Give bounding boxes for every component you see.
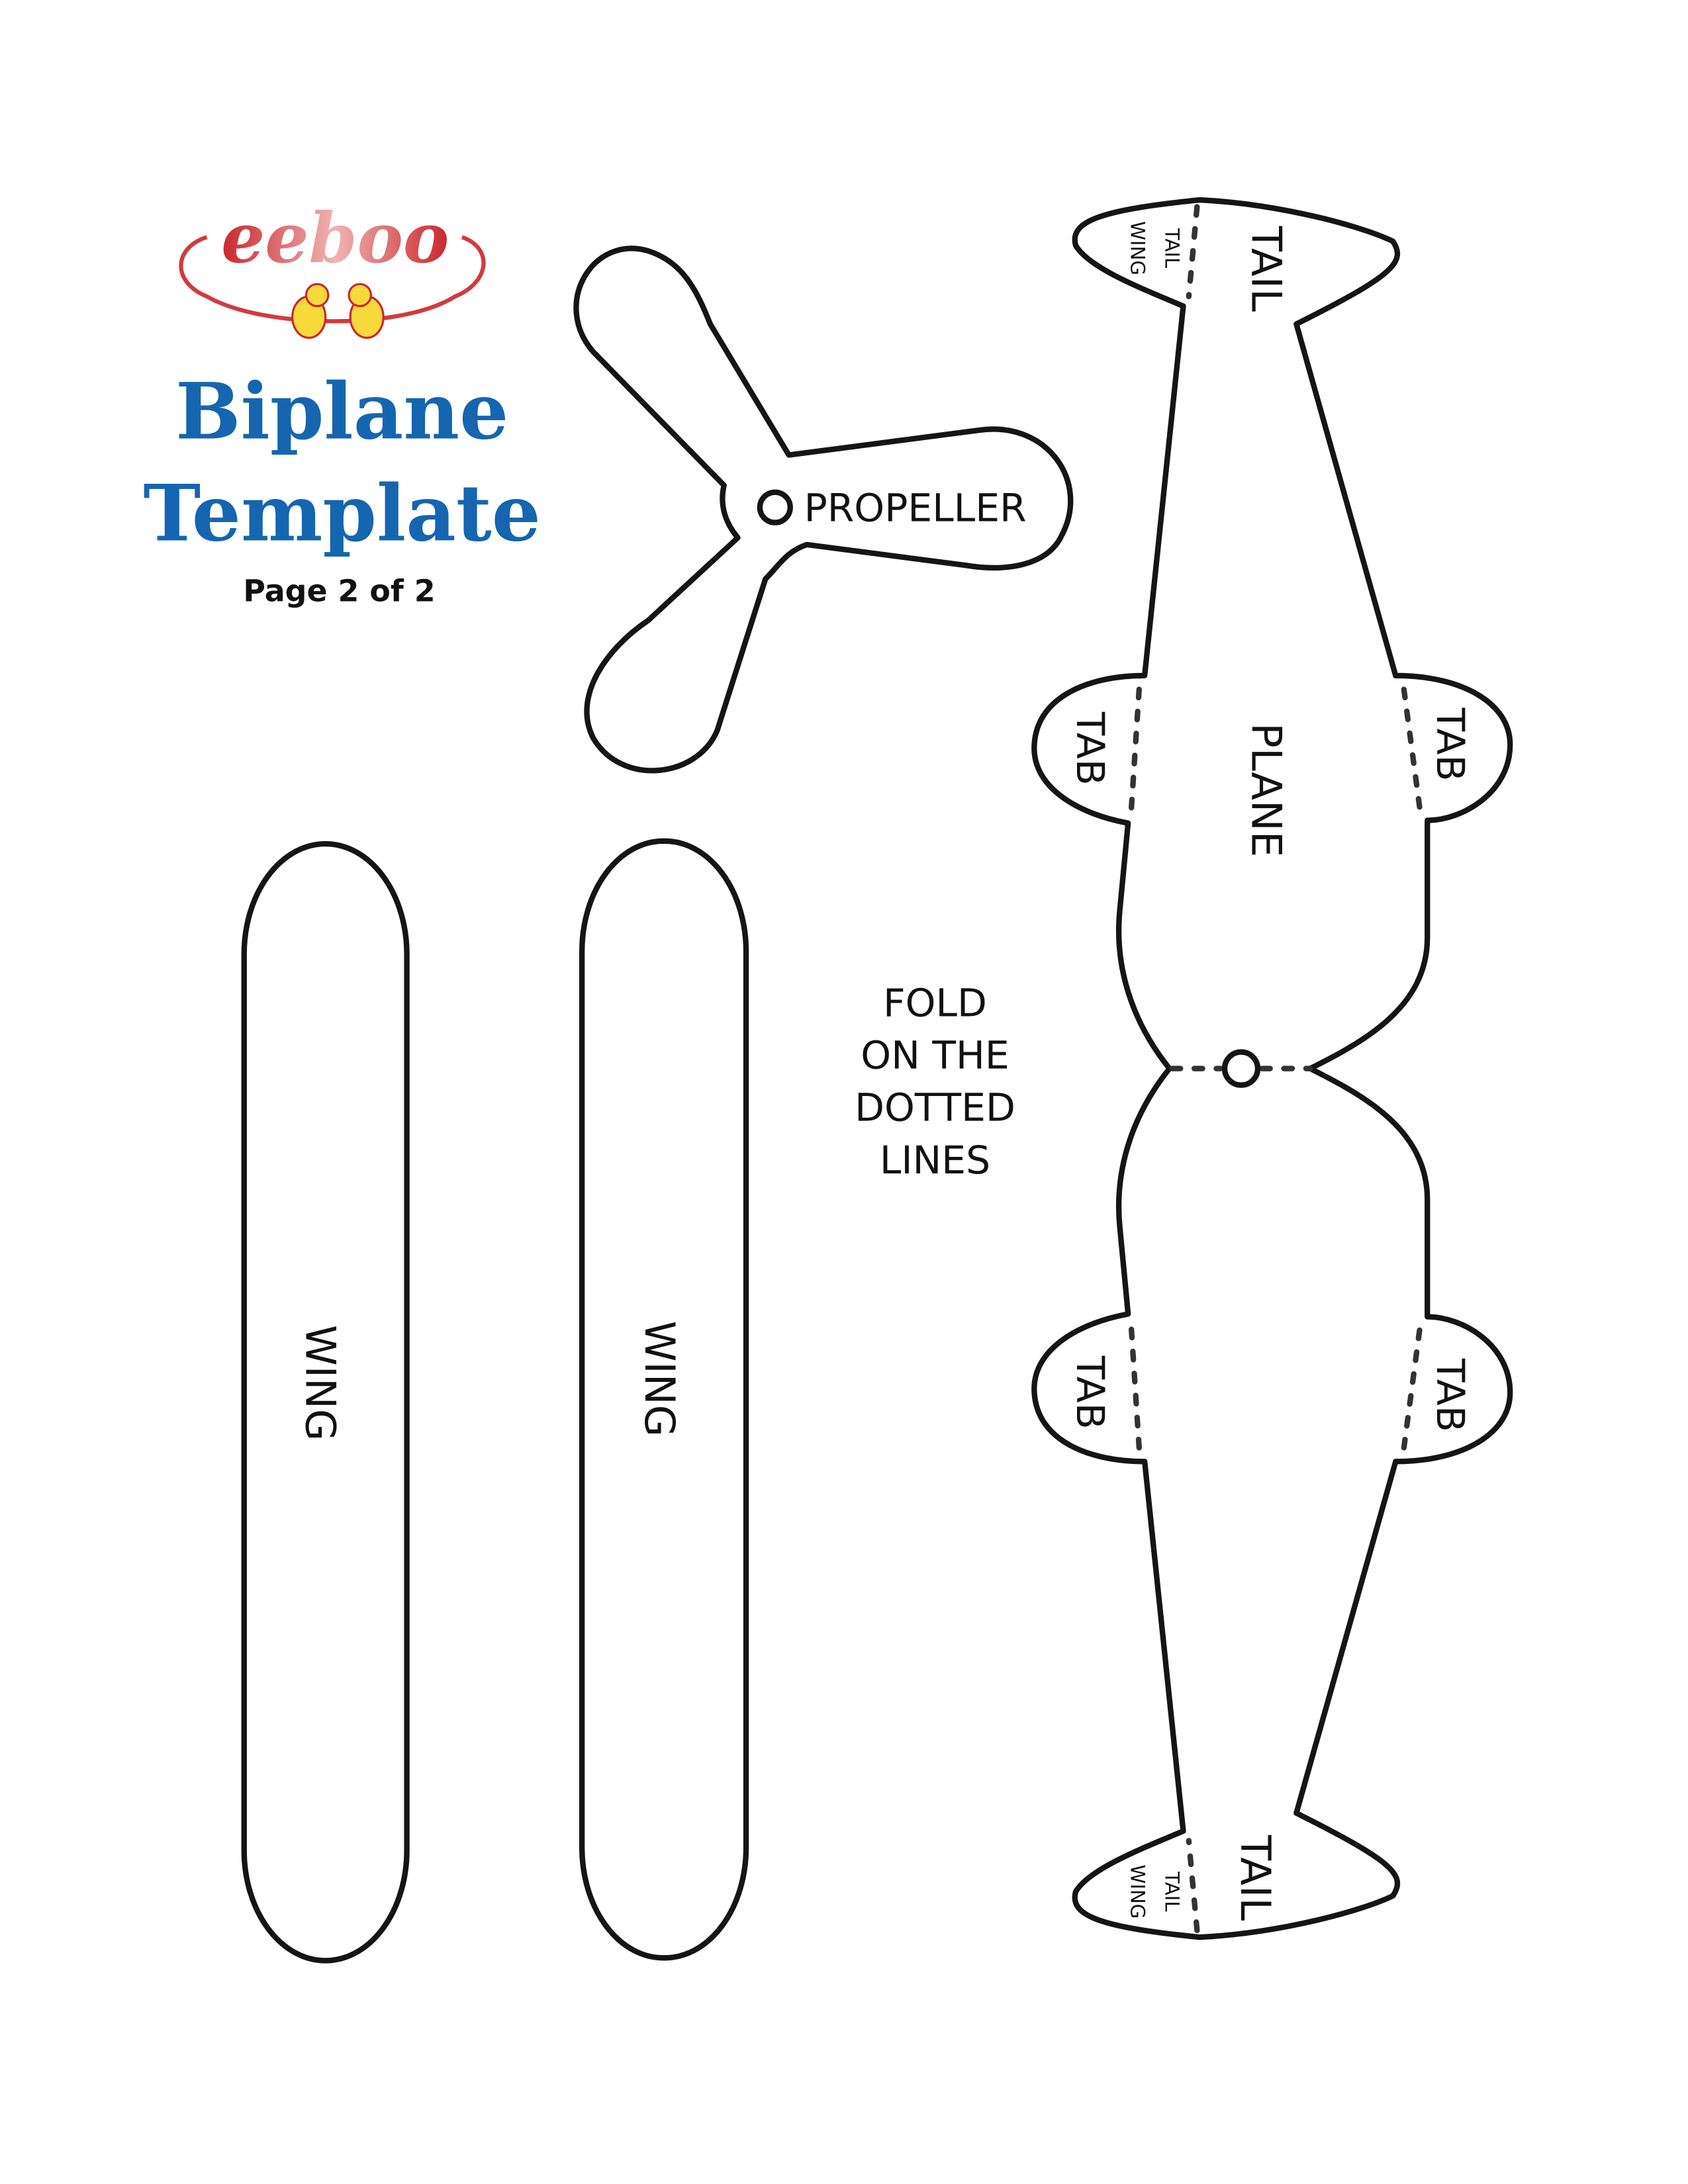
fold-instructions: FOLD ON THE DOTTED LINES (855, 980, 1015, 1183)
plane-label: PLANE (1243, 723, 1291, 857)
top-tail-label: TAIL (1243, 226, 1291, 312)
logo-wordmark: eeboo (221, 197, 449, 279)
top-tab-right: TAB (1428, 707, 1473, 781)
bottom-tab-right: TAB (1428, 1358, 1473, 1432)
title-line-1: Biplane (175, 366, 508, 457)
instruction-line: LINES (880, 1138, 990, 1183)
wing-label: WING (297, 1325, 345, 1441)
top-tail-wing-label-2: WING (1126, 221, 1149, 275)
bottom-tab-left: TAB (1068, 1355, 1113, 1430)
wing-cutout-1: WING (241, 841, 410, 1964)
propeller-cutout: PROPELLER (573, 246, 1074, 774)
propeller-hole (757, 489, 793, 525)
instruction-line: FOLD (883, 980, 987, 1025)
title-line-2: Template (143, 468, 541, 559)
wing-cutout-2: WING (579, 838, 749, 1961)
top-tail-wing-label-1: TAIL (1160, 228, 1183, 269)
bird-icon (291, 283, 330, 339)
top-tab-left: TAB (1068, 711, 1113, 786)
propeller-label: PROPELLER (804, 486, 1027, 531)
bird-icon (348, 283, 385, 339)
plane-cutout: TAIL TAIL WING TAB TAB PLANE TAIL TAIL W… (1034, 197, 1513, 1937)
page-label: Page 2 of 2 (243, 572, 435, 608)
eeboo-logo: eeboo (179, 197, 486, 339)
bottom-tail-wing-label-2: WING (1126, 1864, 1149, 1919)
plane-hole (1221, 1049, 1261, 1088)
instruction-line: DOTTED (855, 1085, 1015, 1130)
instruction-line: ON THE (861, 1033, 1009, 1078)
bottom-tail-wing-label-1: TAIL (1160, 1871, 1183, 1912)
bottom-tail-label: TAIL (1231, 1835, 1280, 1921)
wing-label: WING (635, 1321, 684, 1437)
